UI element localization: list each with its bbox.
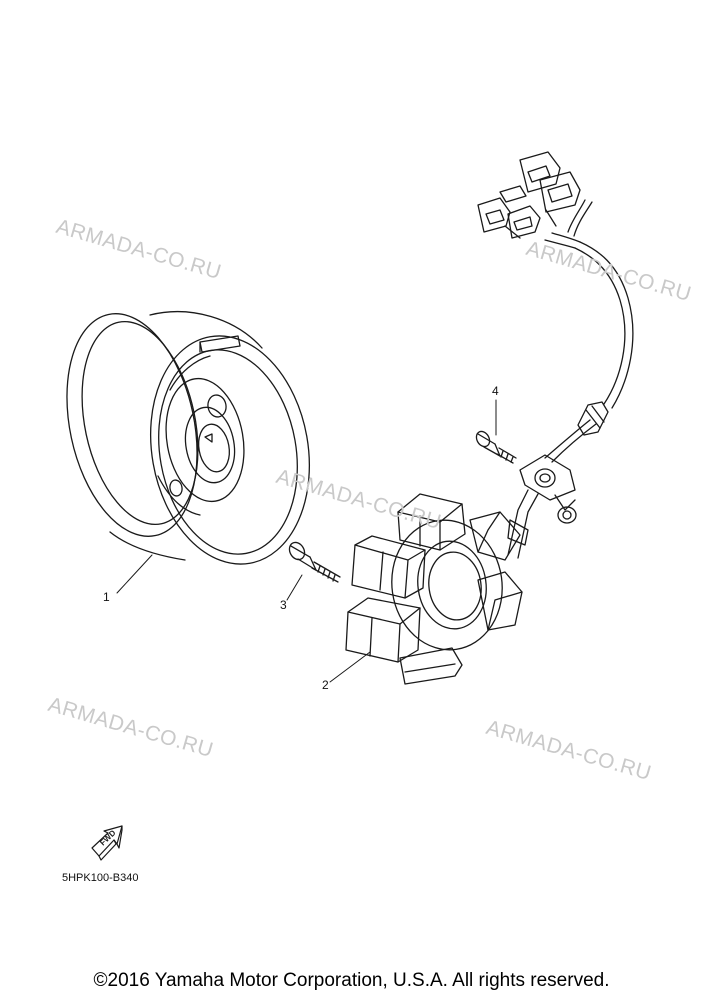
stator-assembly (345, 151, 634, 685)
rotor-flywheel (66, 311, 311, 565)
diagram-code: 5HPK100-B340 (62, 872, 139, 884)
fwd-arrow-icon (91, 825, 123, 861)
callout-2: 2 (322, 678, 329, 692)
copyright-notice: ©2016 Yamaha Motor Corporation, U.S.A. A… (93, 970, 610, 991)
pickup-bolt (475, 430, 517, 464)
callout-4: 4 (492, 384, 499, 398)
callout-3: 3 (280, 598, 287, 612)
callout-1: 1 (103, 590, 110, 604)
stator-bolt (288, 541, 341, 583)
leader-lines (116, 399, 497, 683)
